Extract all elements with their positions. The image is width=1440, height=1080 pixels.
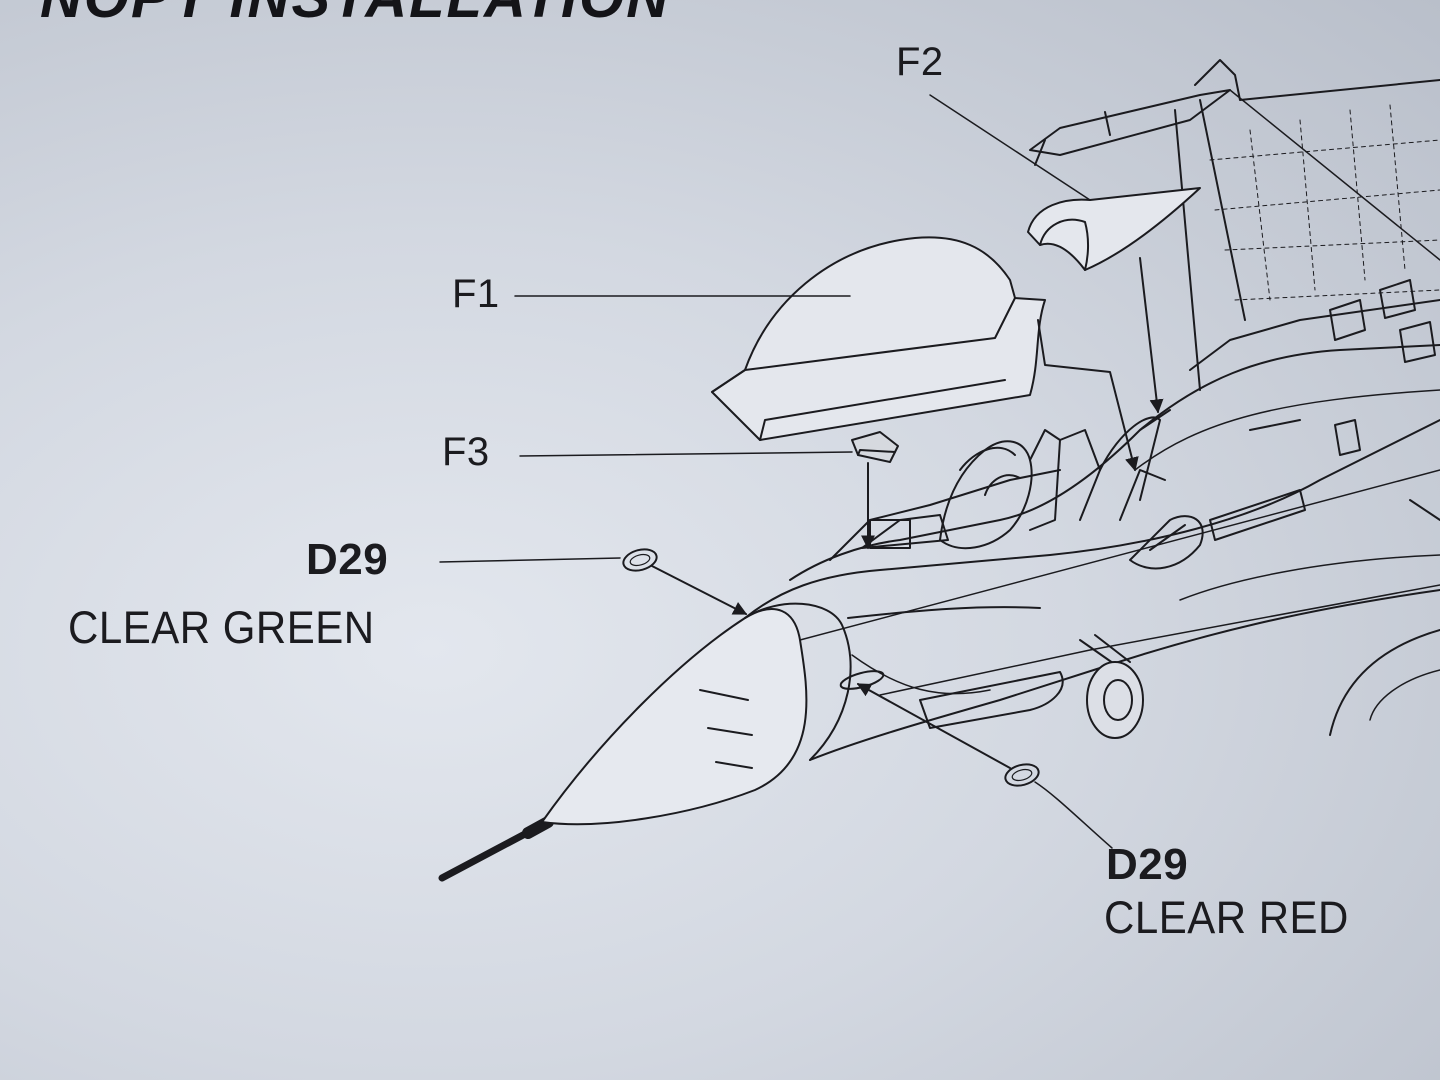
nose-probe: [438, 816, 554, 882]
tail-and-missile: [1029, 59, 1440, 391]
radome: [541, 602, 852, 826]
part-f3: [851, 431, 899, 463]
label-f2: F2: [896, 40, 944, 84]
lens-d29-red: [1004, 763, 1040, 787]
label-f1: F1: [452, 272, 500, 316]
label-f3: F3: [442, 430, 490, 474]
nose-gear: [1079, 634, 1144, 739]
label-d29-green-part: D29: [306, 535, 389, 584]
step-title: NOPY INSTALLATION: [40, 0, 670, 31]
lens-d29-green: [622, 548, 658, 572]
label-d29-red-color: CLEAR RED: [1104, 892, 1349, 943]
lens-slot-red: [839, 670, 885, 690]
canopy-part-f2: [1027, 187, 1201, 271]
canopy-sill: [1129, 344, 1440, 601]
assembly-arrows: [651, 257, 1164, 769]
label-d29-green-color: CLEAR GREEN: [68, 602, 375, 653]
wing: [1329, 499, 1440, 736]
label-d29-red-part: D29: [1106, 840, 1189, 889]
canopy-part-f1: [711, 236, 1046, 441]
leader-lines: [439, 94, 1113, 849]
cockpit: [789, 409, 1171, 581]
